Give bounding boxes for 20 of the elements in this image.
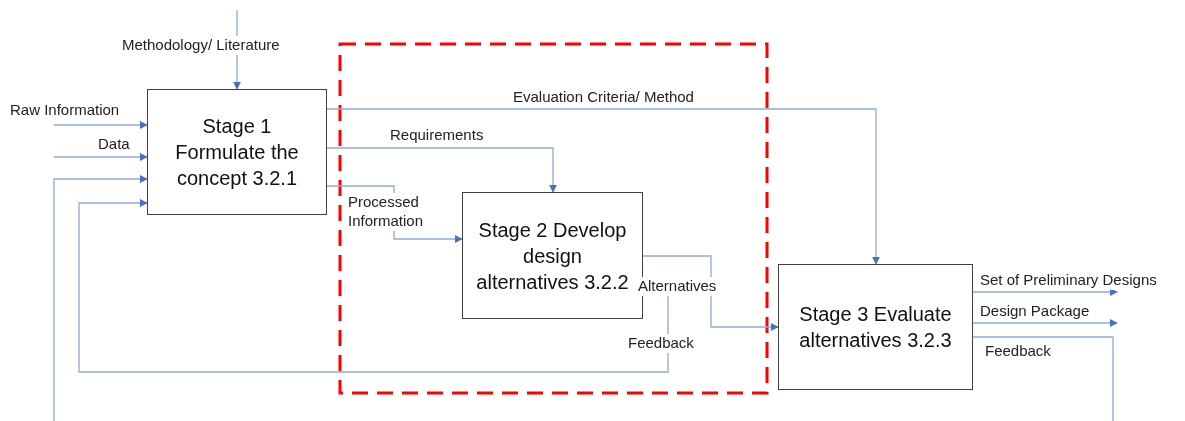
arrow <box>53 175 148 421</box>
edge-label: Requirements <box>388 126 486 145</box>
process-title: Stage 2 Develop design alternatives 3.2.2 <box>475 217 630 295</box>
edge-label: Alternatives <box>636 277 719 296</box>
process-title: Stage 3 Evaluate alternatives 3.2.3 <box>798 302 953 353</box>
edge-label: Set of Preliminary Designs <box>978 271 1159 290</box>
process-box <box>147 89 327 215</box>
arrow <box>53 153 148 161</box>
arrow <box>326 108 880 265</box>
arrow <box>78 199 669 373</box>
arrow <box>326 147 557 193</box>
edge-label: Design Package <box>978 302 1092 321</box>
arrow <box>972 288 1118 296</box>
edge-label: Methodology/ Literature <box>120 36 282 55</box>
edge-label: Feedback <box>626 334 696 353</box>
arrow <box>642 255 779 331</box>
process-box <box>778 264 973 390</box>
process-title: Stage 1 Formulate the concept 3.2.1 <box>174 114 300 191</box>
arrow <box>53 121 148 129</box>
arrow <box>972 319 1118 327</box>
